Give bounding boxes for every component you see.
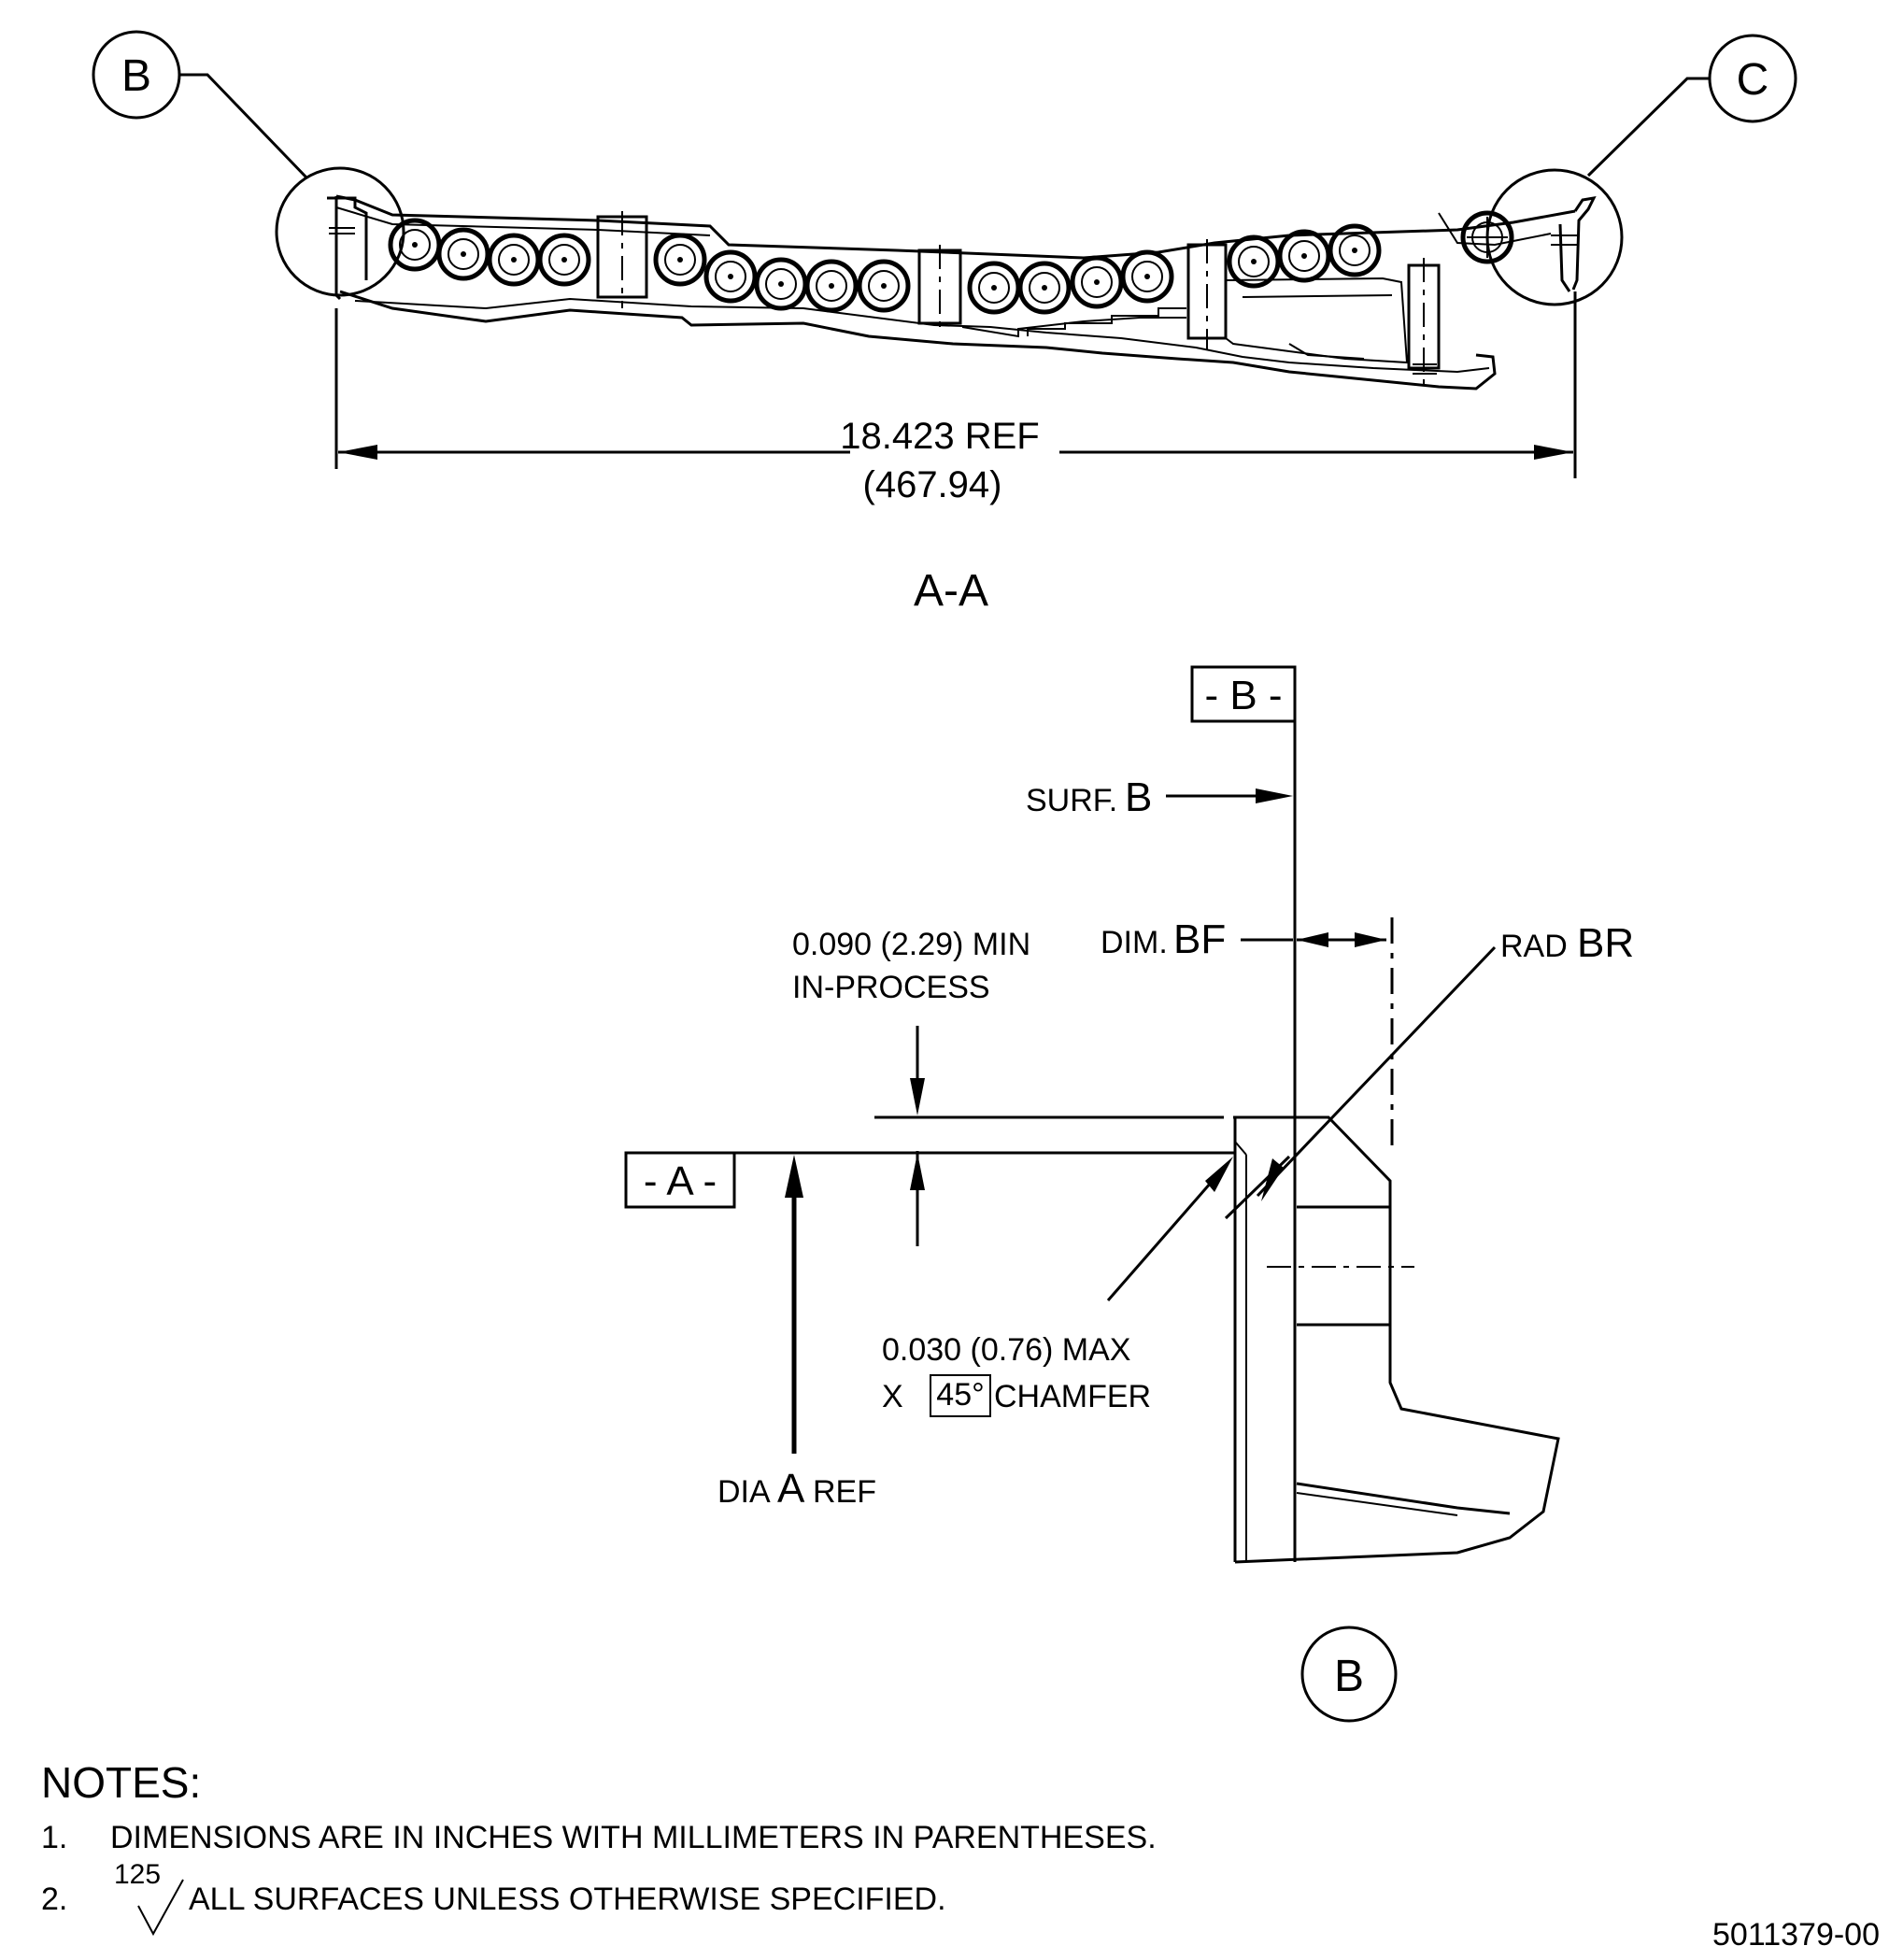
min-dimension-callout: 0.090 (2.29) MIN IN-PROCESS	[792, 927, 1224, 1246]
tube-hole	[487, 233, 541, 287]
roughness-value: 125	[114, 1859, 161, 1890]
dia-letter: A	[777, 1466, 805, 1512]
tube-hole	[1460, 210, 1514, 264]
balloon-c-label: C	[1737, 55, 1769, 105]
tube-hole	[1227, 234, 1281, 289]
note-1-number: 1.	[41, 1820, 67, 1855]
tube-hole	[537, 233, 591, 287]
tube-hole	[1017, 261, 1072, 315]
rad-label: RAD	[1500, 929, 1568, 964]
tube-hole	[804, 259, 859, 313]
section-view: B C	[92, 30, 1797, 616]
tube-hole	[653, 233, 707, 287]
tube-hole	[1120, 249, 1174, 304]
surface-finish-icon	[137, 1879, 184, 1937]
detail-balloon-label: B	[1334, 1652, 1364, 1701]
tube-hole	[857, 259, 911, 313]
dia-a-callout: DIA A REF	[717, 1155, 876, 1512]
tube-hole	[1070, 255, 1124, 309]
chamfer-angle: 45°	[936, 1377, 984, 1413]
chamfer-line1: 0.030 (0.76) MAX	[882, 1332, 1130, 1368]
note-2-text: ALL SURFACES UNLESS OTHERWISE SPECIFIED.	[189, 1882, 946, 1917]
tube-hole	[1277, 229, 1331, 283]
dim-letter: BF	[1173, 916, 1226, 962]
datum-b-frame: - B -	[1190, 665, 1297, 723]
drawing-number: 5011379-00	[1712, 1917, 1880, 1953]
chamfer-callout: 0.030 (0.76) MAX X 45° CHAMFER	[882, 1157, 1233, 1417]
section-view-label: A-A	[914, 566, 988, 616]
datum-b-label: - B -	[1204, 673, 1282, 718]
tube-hole	[436, 227, 490, 281]
min-line2: IN-PROCESS	[792, 970, 990, 1005]
chamfer-word: CHAMFER	[994, 1379, 1151, 1414]
note-2-number: 2.	[41, 1882, 67, 1917]
notes-heading: NOTES:	[41, 1758, 201, 1807]
detail-balloon-b: B	[1300, 1626, 1398, 1723]
tube-hole	[1328, 223, 1382, 277]
chamfer-x: X	[882, 1379, 903, 1414]
detail-view: - B - SURF. B DIM. BF RAD BR	[624, 665, 1634, 1723]
rad-br-callout: RAD BR	[1224, 920, 1634, 1220]
tube-holes	[388, 210, 1514, 315]
surf-b-callout: SURF. B	[1026, 774, 1293, 820]
overall-dim-text: 18.423 REF	[840, 416, 1039, 457]
tube-hole	[388, 218, 442, 272]
balloon-c: C	[1485, 34, 1797, 306]
overall-dim-mm-text: (467.94)	[863, 464, 1002, 505]
datum-a-label: - A -	[644, 1158, 717, 1204]
dim-label: DIM.	[1101, 925, 1168, 960]
tube-hole	[967, 261, 1021, 315]
notes-block: NOTES: 1. DIMENSIONS ARE IN INCHES WITH …	[41, 1758, 1157, 1937]
part-cross-section	[327, 194, 1597, 392]
basic-angle-box	[930, 1374, 991, 1417]
balloon-b-label: B	[121, 51, 151, 101]
min-line1: 0.090 (2.29) MIN	[792, 927, 1030, 962]
dia-label: DIA	[717, 1474, 771, 1510]
balloon-b-top: B	[92, 30, 405, 297]
tube-hole	[754, 257, 808, 311]
datum-a-frame: - A -	[624, 1151, 1235, 1209]
dia-ref: REF	[813, 1474, 876, 1510]
rad-letter: BR	[1577, 920, 1634, 966]
dim-bf-callout: DIM. BF	[1101, 916, 1394, 1155]
surf-label: SURF.	[1026, 783, 1117, 818]
surf-letter: B	[1125, 774, 1152, 820]
note-1-text: DIMENSIONS ARE IN INCHES WITH MILLIMETER…	[110, 1820, 1157, 1855]
detail-part-outline	[1233, 1115, 1560, 1564]
tube-hole	[703, 249, 758, 304]
overall-dimension: 18.423 REF (467.94)	[334, 291, 1577, 505]
detail-b-circle	[275, 166, 405, 297]
